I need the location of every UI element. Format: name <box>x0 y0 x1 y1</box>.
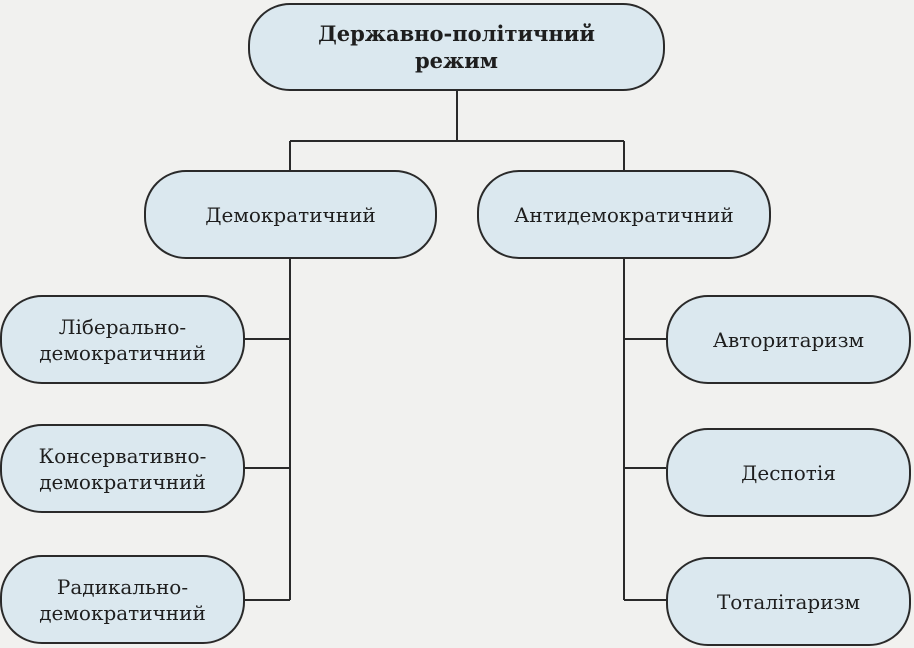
node-democratic: Демократичний <box>144 170 437 259</box>
node-liberal-democratic: Ліберально- демократичний <box>0 295 245 384</box>
node-totalitarianism: Тоталітаризм <box>666 557 911 646</box>
node-radical-democratic: Радикально- демократичний <box>0 555 245 644</box>
node-conservative-democratic: Консервативно- демократичний <box>0 424 245 513</box>
node-authoritarianism: Авторитаризм <box>666 295 911 384</box>
node-antidemocratic: Антидемократичний <box>477 170 771 259</box>
root-node-state-political-regime: Державно-політичний режим <box>248 3 665 91</box>
node-despotism: Деспотія <box>666 428 911 517</box>
